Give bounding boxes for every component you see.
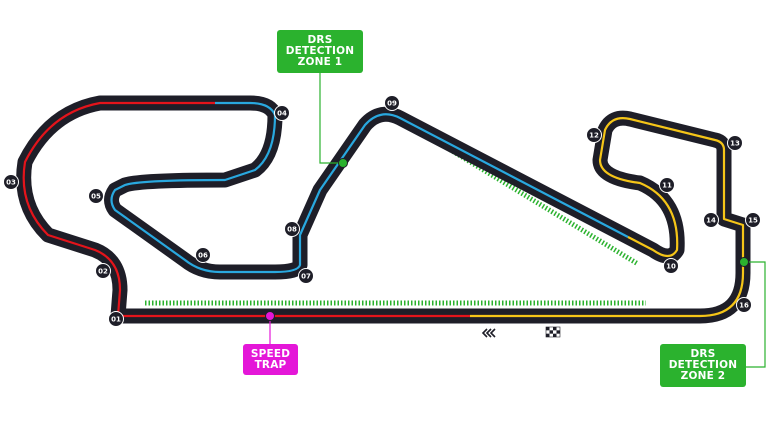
turn-marker-circle: [659, 177, 675, 193]
drs-detection-zone-1-label: DRS DETECTION ZONE 1: [277, 30, 363, 73]
sector-3-line: [553, 117, 745, 318]
turn-number: 12: [589, 132, 599, 140]
sector-2-line: [110, 101, 629, 274]
turn-marker-12: 12: [586, 127, 602, 143]
drs1-line-2: DETECTION: [285, 45, 355, 57]
chevron-double-left-icon: [481, 328, 496, 338]
turn-marker-circle: [586, 127, 602, 143]
track: [16, 95, 751, 324]
turn-number: 06: [198, 252, 208, 260]
turn-number: 13: [730, 140, 740, 148]
sector-1-line: [22, 101, 270, 318]
turn-marker-circle: [95, 263, 111, 279]
turn-marker-circle: [703, 212, 719, 228]
speed-trap-point: [265, 311, 275, 321]
drs1-line-3: ZONE 1: [297, 56, 343, 68]
trap-line-2: TRAP: [254, 358, 287, 371]
turn-number: 11: [662, 182, 672, 190]
turn-marker-circle: [284, 221, 300, 237]
turn-marker-13: 13: [727, 135, 743, 151]
turn-marker-10: 10: [663, 258, 679, 274]
turn-marker-circle: [736, 297, 752, 313]
turn-number: 03: [6, 179, 16, 187]
drs2-line-3: ZONE 2: [680, 370, 726, 382]
drs2-line-2: DETECTION: [668, 359, 738, 371]
turn-marker-05: 05: [88, 188, 104, 204]
turn-marker-01: 01: [108, 311, 124, 327]
turn-number: 10: [666, 263, 676, 271]
turn-number: 09: [387, 100, 397, 108]
turn-number: 15: [748, 217, 758, 225]
turn-marker-circle: [384, 95, 400, 111]
turn-marker-14: 14: [703, 212, 719, 228]
drs1-line-1: DRS: [307, 34, 333, 46]
drs-detection-point-2: [739, 257, 749, 267]
turn-number: 01: [111, 316, 121, 324]
turn-marker-circle: [745, 212, 761, 228]
turn-marker-11: 11: [659, 177, 675, 193]
turn-marker-02: 02: [95, 263, 111, 279]
turn-marker-circle: [88, 188, 104, 204]
drs2-connector: [746, 261, 766, 368]
turn-marker-circle: [3, 174, 19, 190]
turn-marker-circle: [195, 247, 211, 263]
turn-marker-03: 03: [3, 174, 19, 190]
turn-number: 16: [739, 302, 749, 310]
checkered-flag-icon: [545, 326, 561, 338]
turn-number: 04: [277, 110, 287, 118]
turn-marker-circle: [298, 268, 314, 284]
turn-number: 07: [301, 273, 311, 281]
turn-marker-09: 09: [384, 95, 400, 111]
turn-marker-16: 16: [736, 297, 752, 313]
turn-marker-08: 08: [284, 221, 300, 237]
turn-marker-circle: [108, 311, 124, 327]
turn-number: 02: [98, 268, 108, 276]
drs-detection-zone-2-label: DRS DETECTION ZONE 2: [660, 344, 746, 387]
turn-markers: 01 02 03 04 05 06 07 08 09 10 11 12 13 14 15 16: [3, 95, 761, 327]
trap-line-1: SPEED: [250, 347, 291, 360]
turn-marker-circle: [274, 105, 290, 121]
drs-zone-back-straight: [424, 132, 640, 267]
drs1-connector: [319, 73, 343, 164]
turn-marker-15: 15: [745, 212, 761, 228]
turn-number: 08: [287, 226, 297, 234]
turn-marker-04: 04: [274, 105, 290, 121]
turn-marker-circle: [663, 258, 679, 274]
drs2-line-1: DRS: [690, 348, 716, 360]
speed-trap-label: SPEED TRAP: [243, 344, 298, 375]
turn-marker-circle: [727, 135, 743, 151]
turn-number: 05: [91, 193, 101, 201]
turn-marker-07: 07: [298, 268, 314, 284]
turn-marker-06: 06: [195, 247, 211, 263]
drs-detection-point-1: [338, 158, 348, 168]
turn-number: 14: [706, 217, 716, 225]
